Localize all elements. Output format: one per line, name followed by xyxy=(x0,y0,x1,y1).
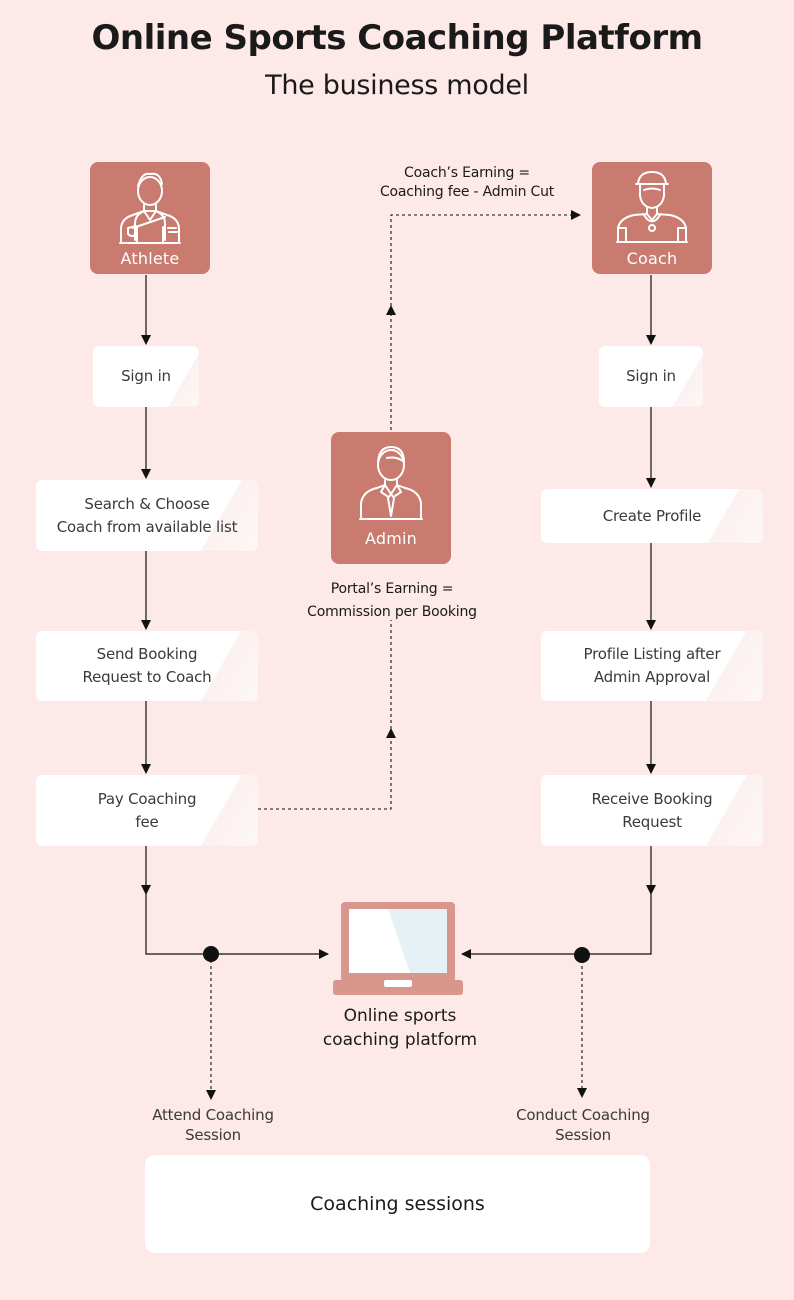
junction-dot-athlete xyxy=(203,946,219,962)
athlete-icon xyxy=(119,172,181,244)
athlete-step-sign-in: Sign in xyxy=(93,346,199,407)
role-label-athlete: Athlete xyxy=(120,249,180,268)
page-subtitle: The business model xyxy=(265,70,529,101)
arrow-athlete-to-platform xyxy=(145,894,329,959)
role-athlete: Athlete xyxy=(90,162,210,274)
page-title: Online Sports Coaching Platform xyxy=(91,18,703,58)
role-label-coach: Coach xyxy=(626,249,678,268)
role-label-admin: Admin xyxy=(365,529,417,548)
athlete-step-search-choose: Search & Choose Coach from available lis… xyxy=(36,480,258,551)
outcome-attend-session: Attend Coaching Session xyxy=(152,1106,274,1144)
coach-step-receive-booking: Receive Booking Request xyxy=(541,775,763,846)
dashed-pay-to-admin xyxy=(258,728,396,810)
coach-step-sign-in: Sign in xyxy=(599,346,703,407)
note-coach-earning: Coach’s Earning = Coaching fee - Admin C… xyxy=(379,165,555,200)
outcome-conduct-session: Conduct Coaching Session xyxy=(516,1106,650,1144)
admin-icon xyxy=(359,446,423,520)
coaching-sessions-box: Coaching sessions xyxy=(145,1155,650,1253)
laptop-icon xyxy=(333,902,463,995)
coach-step-create-profile: Create Profile xyxy=(541,489,763,543)
coach-step-profile-listing: Profile Listing after Admin Approval xyxy=(541,631,763,701)
coach-icon xyxy=(616,171,688,243)
athlete-step-pay-fee: Pay Coaching fee xyxy=(36,775,258,846)
athlete-step-send-booking: Send Booking Request to Coach xyxy=(36,631,258,701)
arrow-coach-to-platform xyxy=(461,894,652,959)
note-portal-earning: Portal’s Earning = Commission per Bookin… xyxy=(307,581,477,620)
junction-dot-coach xyxy=(574,947,590,963)
platform-label: Online sports coaching platform xyxy=(322,1006,478,1050)
dashed-admin-to-coach xyxy=(390,210,581,306)
role-admin: Admin xyxy=(331,432,451,564)
role-coach: Coach xyxy=(592,162,712,274)
